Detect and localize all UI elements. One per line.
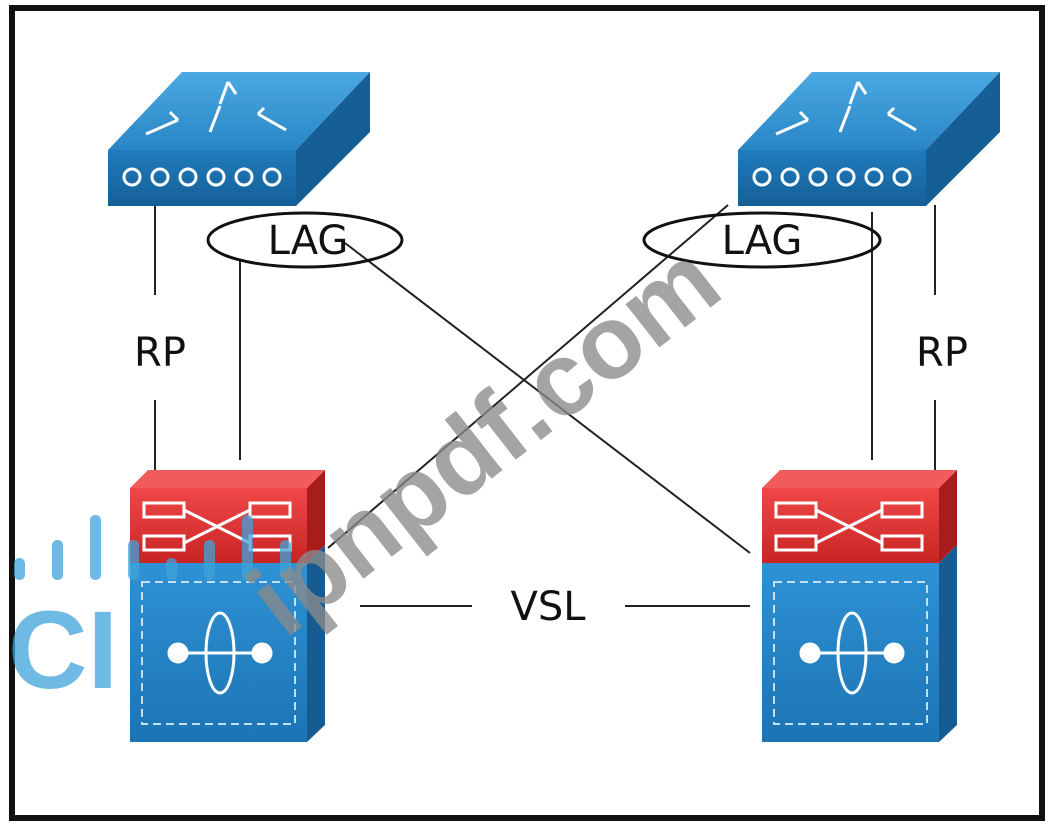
vss-core-switch-icon (130, 470, 325, 742)
layer3-switch-icon (108, 72, 370, 206)
lag-label-right: LAG (722, 218, 803, 264)
rp-label-left: RP (134, 330, 186, 376)
rp-label-right: RP (916, 330, 968, 376)
logo-watermark-text: CI (8, 589, 118, 712)
cross-link-left-to-right (344, 242, 751, 554)
vsl-label: VSL (510, 584, 586, 630)
lag-ellipse-right (642, 211, 882, 269)
cross-link-right-to-left (327, 204, 729, 549)
cisco-logo-watermark: CI (8, 515, 291, 712)
lag-ellipse-left (206, 211, 404, 269)
vss-core-switch-icon (762, 470, 957, 742)
links (154, 204, 936, 607)
lag-label-left: LAG (268, 218, 349, 264)
layer3-switch-icon (738, 72, 1000, 206)
